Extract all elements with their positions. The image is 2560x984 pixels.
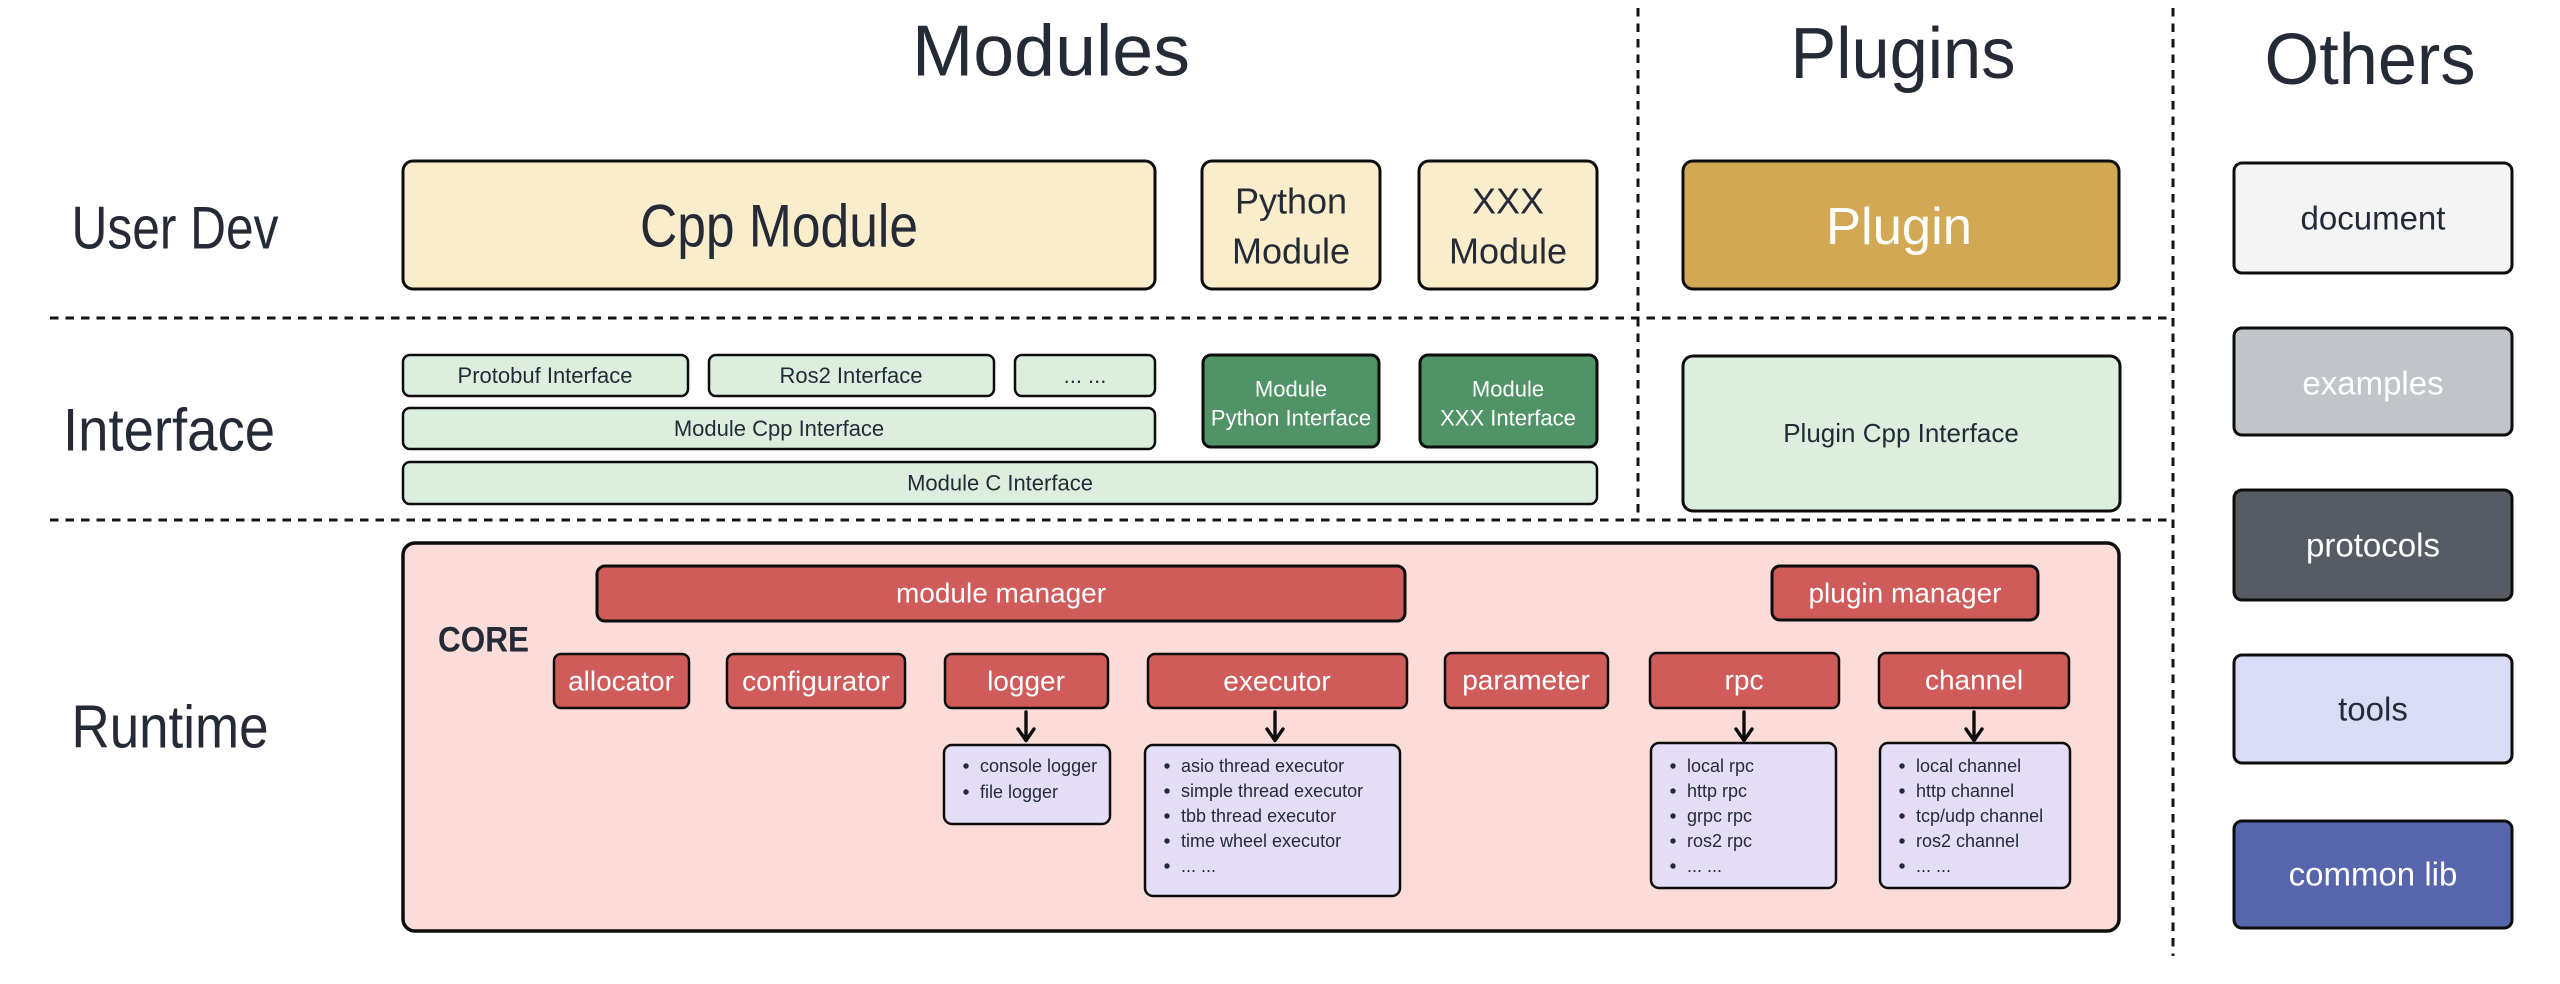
svg-text:http rpc: http rpc xyxy=(1687,781,1747,801)
svg-text:tbb thread executor: tbb thread executor xyxy=(1181,806,1336,826)
svg-text:Module Cpp Interface: Module Cpp Interface xyxy=(674,416,884,441)
svg-text:Modules: Modules xyxy=(912,12,1190,92)
svg-text:common lib: common lib xyxy=(2289,856,2458,893)
svg-text:logger: logger xyxy=(987,666,1065,697)
svg-text:local rpc: local rpc xyxy=(1687,756,1754,776)
svg-text:tcp/udp channel: tcp/udp channel xyxy=(1916,806,2043,826)
svg-text:Plugin Cpp Interface: Plugin Cpp Interface xyxy=(1783,418,2019,448)
svg-text:rpc: rpc xyxy=(1725,665,1764,696)
svg-text:asio thread executor: asio thread executor xyxy=(1181,756,1344,776)
svg-text:Python Interface: Python Interface xyxy=(1211,406,1371,431)
svg-text:... ...: ... ... xyxy=(1687,856,1722,876)
svg-text:ros2 channel: ros2 channel xyxy=(1916,831,2019,851)
svg-text:module manager: module manager xyxy=(896,578,1106,609)
svg-text:configurator: configurator xyxy=(742,666,890,697)
svg-text:plugin manager: plugin manager xyxy=(1808,578,2001,609)
svg-text:Protobuf Interface: Protobuf Interface xyxy=(458,363,633,388)
svg-text:XXX Interface: XXX Interface xyxy=(1440,406,1576,431)
svg-text:parameter: parameter xyxy=(1462,665,1590,696)
svg-text:Module: Module xyxy=(1449,231,1567,272)
svg-text:... ...: ... ... xyxy=(1916,856,1951,876)
svg-text:User Dev: User Dev xyxy=(72,195,279,262)
svg-text:allocator: allocator xyxy=(568,666,674,697)
svg-text:executor: executor xyxy=(1223,666,1330,697)
svg-text:channel: channel xyxy=(1925,665,2023,696)
svg-text:ros2 rpc: ros2 rpc xyxy=(1687,831,1752,851)
svg-text:Module: Module xyxy=(1472,377,1544,402)
svg-text:Module C Interface: Module C Interface xyxy=(907,471,1093,496)
svg-text:... ...: ... ... xyxy=(1064,363,1107,388)
svg-text:http channel: http channel xyxy=(1916,781,2014,801)
svg-text:time wheel executor: time wheel executor xyxy=(1181,831,1341,851)
svg-text:document: document xyxy=(2301,200,2446,237)
svg-text:XXX: XXX xyxy=(1472,181,1544,222)
svg-text:... ...: ... ... xyxy=(1181,856,1216,876)
svg-text:tools: tools xyxy=(2338,691,2408,728)
svg-text:grpc rpc: grpc rpc xyxy=(1687,806,1752,826)
svg-text:Module: Module xyxy=(1232,231,1350,272)
svg-text:console logger: console logger xyxy=(980,756,1097,776)
svg-text:Plugins: Plugins xyxy=(1791,14,2016,94)
svg-text:CORE: CORE xyxy=(438,621,529,660)
svg-text:protocols: protocols xyxy=(2306,527,2440,564)
svg-text:simple thread executor: simple thread executor xyxy=(1181,781,1363,801)
svg-text:Module: Module xyxy=(1255,377,1327,402)
svg-text:examples: examples xyxy=(2302,365,2443,402)
svg-text:Others: Others xyxy=(2265,20,2476,100)
svg-text:Python: Python xyxy=(1235,181,1347,222)
svg-text:Runtime: Runtime xyxy=(72,694,269,761)
svg-text:Interface: Interface xyxy=(63,397,275,464)
svg-text:file logger: file logger xyxy=(980,782,1058,802)
svg-text:Cpp Module: Cpp Module xyxy=(640,193,918,260)
svg-text:local channel: local channel xyxy=(1916,756,2021,776)
svg-text:Plugin: Plugin xyxy=(1826,198,1972,256)
svg-text:Ros2 Interface: Ros2 Interface xyxy=(779,363,922,388)
